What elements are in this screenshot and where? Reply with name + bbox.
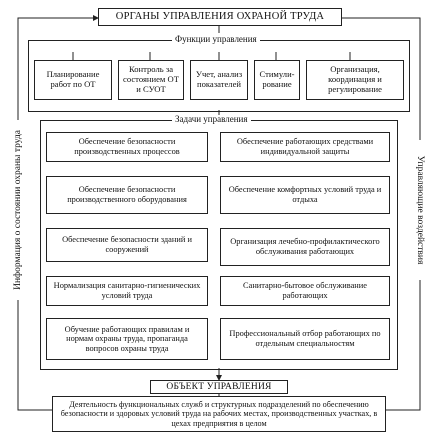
object-text: Деятельность функциональных служб и стру… (60, 399, 378, 428)
task-right-4: Санитарно-бытовое обслуживание работающи… (220, 276, 390, 306)
task-left-2: Обеспечение безопасности производственно… (46, 176, 208, 214)
function-organization: Организация, координация и регулирование (306, 60, 404, 100)
function-planning: Планирование работ по ОТ (34, 60, 112, 100)
task-right-5: Профессиональный отбор работающих по отд… (220, 318, 390, 360)
function-stimulation: Стимули-рование (254, 60, 300, 100)
object-label: ОБЪЕКТ УПРАВЛЕНИЯ (166, 381, 272, 392)
object-label-box: ОБЪЕКТ УПРАВЛЕНИЯ (150, 380, 288, 394)
left-side-label: Информация о состоянии охраны труда (13, 120, 23, 300)
task-right-2: Обеспечение комфортных условий труда и о… (220, 176, 390, 214)
task-left-1: Обеспечение безопасности производственны… (46, 132, 208, 162)
task-right-1: Обеспечение работающих средствами индиви… (220, 132, 390, 162)
task-right-3: Организация лечебно-профилактического об… (220, 228, 390, 266)
function-accounting: Учет, анализ показателей (190, 60, 248, 100)
task-left-3: Обеспечение безопасности зданий и сооруж… (46, 228, 208, 262)
task-left-4: Нормализация санитарно-гигиенических усл… (46, 276, 208, 306)
title-box: ОРГАНЫ УПРАВЛЕНИЯ ОХРАНОЙ ТРУДА (98, 8, 342, 26)
page-title: ОРГАНЫ УПРАВЛЕНИЯ ОХРАНОЙ ТРУДА (115, 10, 325, 22)
task-left-5: Обучение работающих правилам и нормам ох… (46, 318, 208, 360)
function-control: Контроль за состоянием ОТ и СУОТ (118, 60, 184, 100)
functions-label: Функции управления (172, 35, 260, 44)
tasks-label: Задачи управления (172, 115, 251, 124)
object-text-box: Деятельность функциональных служб и стру… (52, 396, 386, 432)
right-side-label: Управляющие воздействия (415, 140, 425, 280)
